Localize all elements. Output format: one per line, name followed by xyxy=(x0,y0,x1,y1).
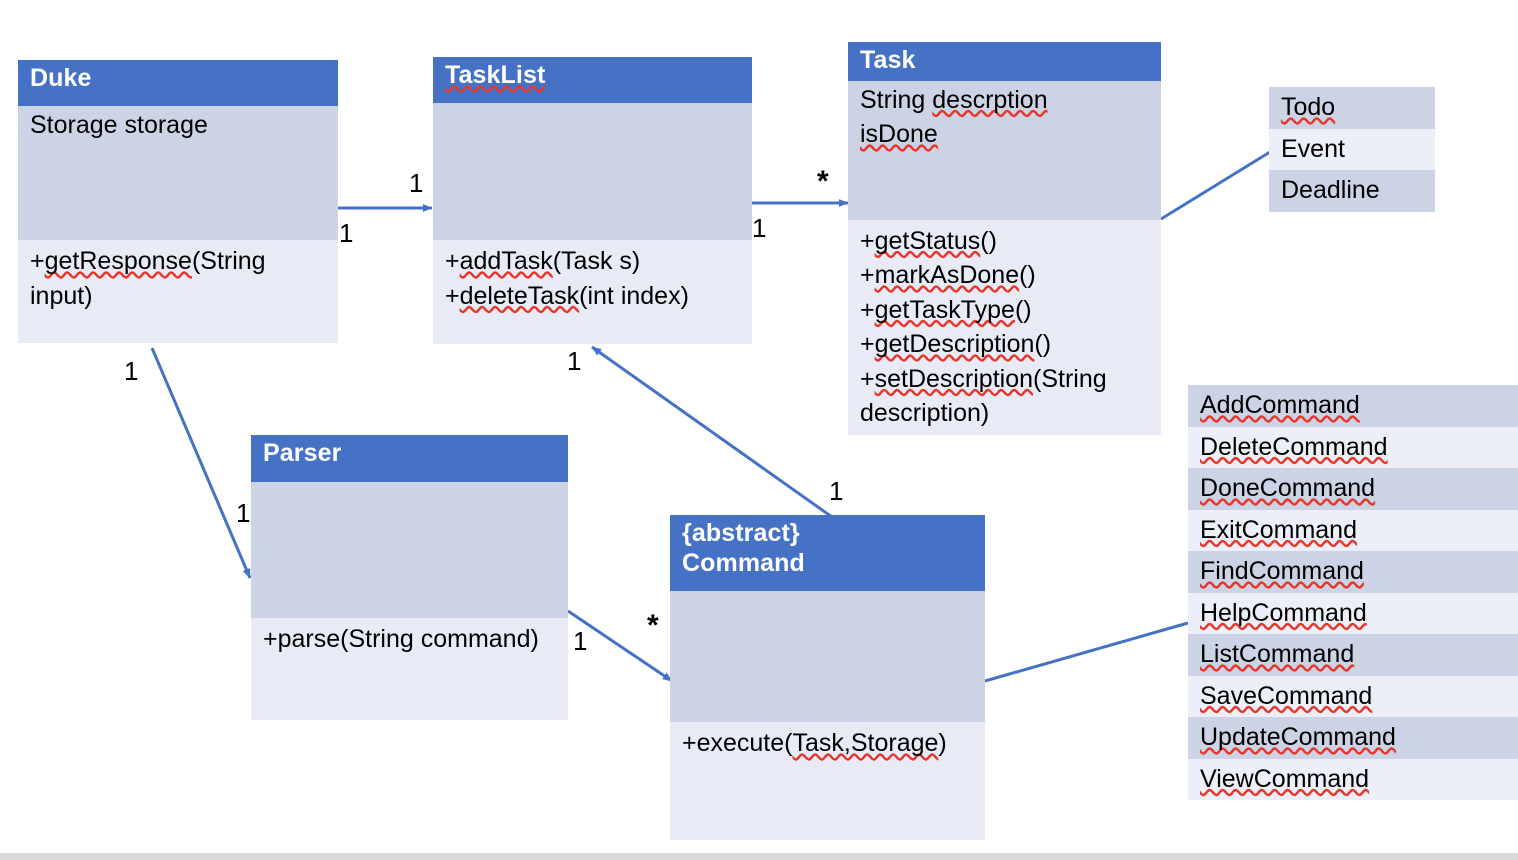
list-item[interactable]: DoneCommand xyxy=(1188,468,1518,510)
class-methods-parser: +parse(String command) xyxy=(251,618,568,720)
list-item[interactable]: HelpCommand xyxy=(1188,592,1518,634)
class-box-command[interactable]: {abstract} Command +execute(Task,Storage… xyxy=(670,515,985,840)
list-item[interactable]: ListCommand xyxy=(1188,634,1518,676)
class-attributes-task: String descrption isDone xyxy=(848,80,1161,220)
class-attributes-tasklist xyxy=(433,103,752,240)
class-methods-tasklist: +addTask(Task s) +deleteTask(int index) xyxy=(433,240,752,344)
multiplicity-parser-command-source: 1 xyxy=(573,626,588,656)
class-title-tasklist: TaskList xyxy=(433,57,752,103)
multiplicity-tasklist-task-source: 1 xyxy=(752,213,767,243)
window-bottom-strip xyxy=(0,853,1518,860)
list-item[interactable]: ExitCommand xyxy=(1188,509,1518,551)
multiplicity-duke-parser-target: 1 xyxy=(236,498,251,528)
class-methods-duke: +getResponse(String input) xyxy=(18,240,338,343)
list-item[interactable]: Todo xyxy=(1269,87,1435,129)
class-title-command: {abstract} Command xyxy=(670,515,985,591)
multiplicity-command-tasklist-target: 1 xyxy=(567,346,582,376)
class-box-parser[interactable]: Parser +parse(String command) xyxy=(251,435,568,720)
connector-command-tasklist xyxy=(591,345,833,519)
multiplicity-duke-tasklist-target: 1 xyxy=(409,168,424,198)
task-subtype-list: Todo Event Deadline xyxy=(1269,87,1435,212)
multiplicity-tasklist-task-target: * xyxy=(817,165,829,198)
list-item[interactable]: FindCommand xyxy=(1188,551,1518,593)
class-box-tasklist[interactable]: TaskList +addTask(Task s) +deleteTask(in… xyxy=(433,57,752,344)
class-title-parser: Parser xyxy=(251,435,568,482)
list-item[interactable]: DeleteCommand xyxy=(1188,426,1518,468)
multiplicity-parser-command-target: * xyxy=(647,609,659,642)
class-box-task[interactable]: Task String descrption isDone +getStatus… xyxy=(848,42,1161,435)
list-item[interactable]: Deadline xyxy=(1269,170,1435,212)
connector-parser-command xyxy=(567,609,673,683)
class-attributes-parser xyxy=(251,482,568,618)
class-box-duke[interactable]: Duke Storage storage +getResponse(String… xyxy=(18,60,338,343)
class-methods-task: +getStatus() +markAsDone() +getTaskType(… xyxy=(848,219,1161,435)
list-item[interactable]: UpdateCommand xyxy=(1188,717,1518,759)
connector-task-subtypes xyxy=(1160,150,1271,221)
class-attributes-command xyxy=(670,591,985,722)
connector-command-subtypes xyxy=(984,621,1189,683)
class-methods-command: +execute(Task,Storage) xyxy=(670,722,985,840)
multiplicity-duke-tasklist-source: 1 xyxy=(339,218,354,248)
list-item[interactable]: Event xyxy=(1269,128,1435,170)
class-attributes-duke: Storage storage xyxy=(18,106,338,240)
class-title-task: Task xyxy=(848,42,1161,81)
list-item[interactable]: SaveCommand xyxy=(1188,675,1518,717)
list-item[interactable]: AddCommand xyxy=(1188,385,1518,427)
connector-duke-parser xyxy=(150,347,252,579)
class-title-duke: Duke xyxy=(18,60,338,106)
multiplicity-duke-parser-source: 1 xyxy=(124,356,139,386)
command-subtype-list: AddCommand DeleteCommand DoneCommand Exi… xyxy=(1188,385,1518,800)
multiplicity-command-tasklist-source: 1 xyxy=(829,476,844,506)
list-item[interactable]: ViewCommand xyxy=(1188,758,1518,800)
